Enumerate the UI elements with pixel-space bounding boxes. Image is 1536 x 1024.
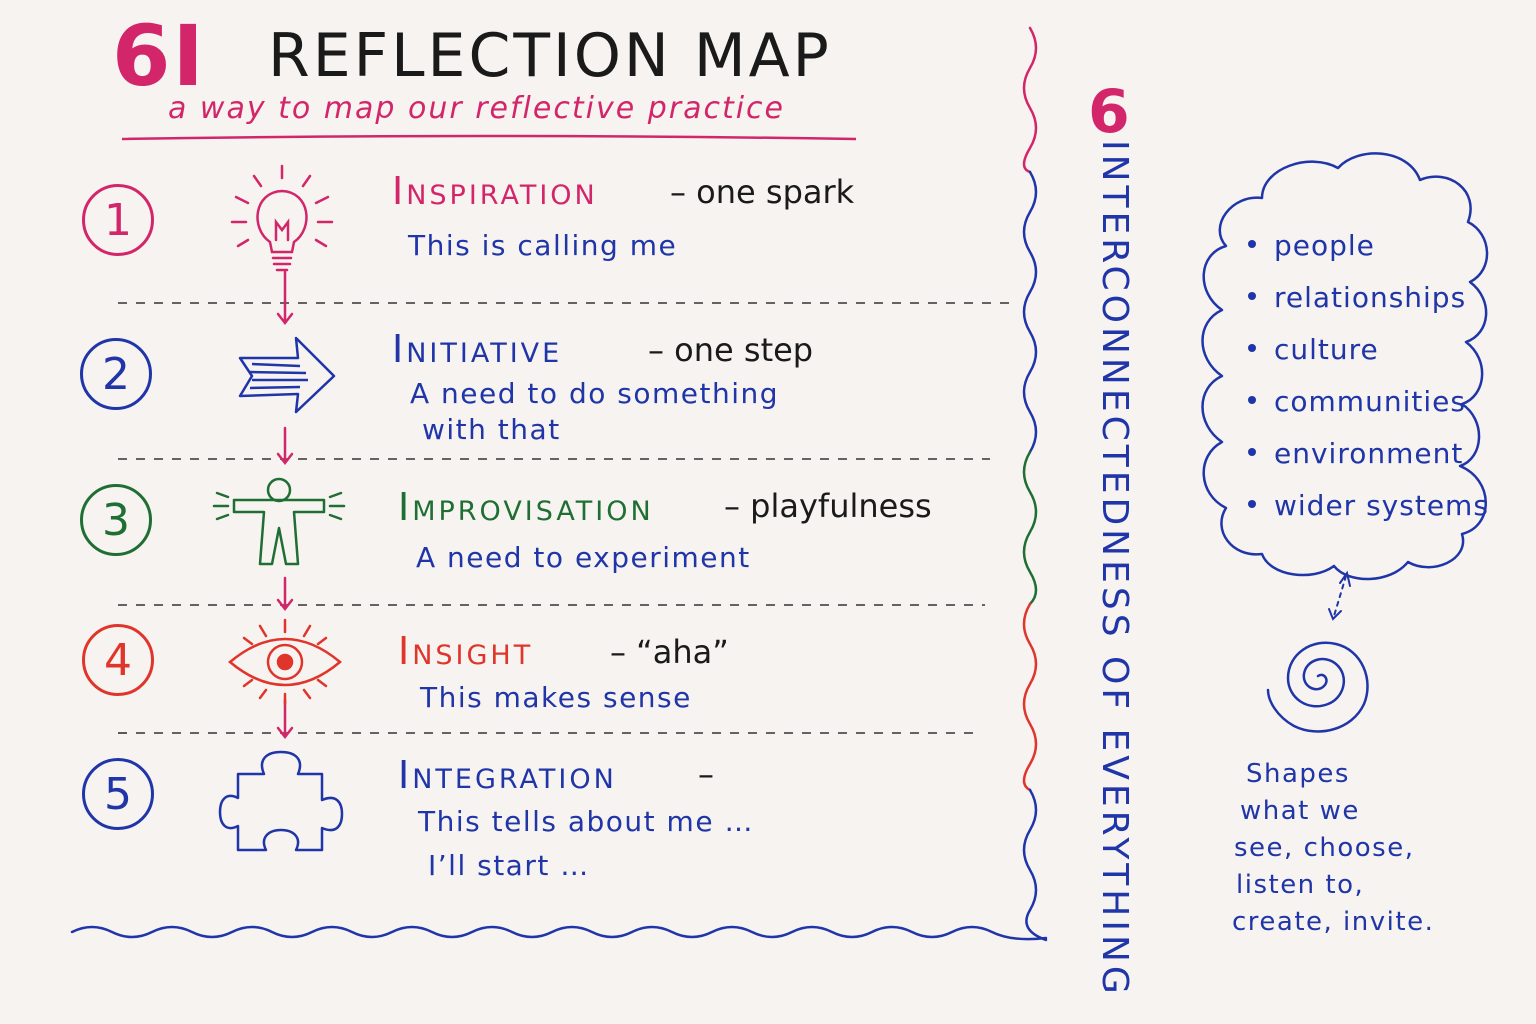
wavy-segment-green (1022, 450, 1038, 606)
side-number: 6 (1088, 77, 1130, 147)
step-tag-5: – (698, 755, 714, 793)
cloud-item: communities (1248, 376, 1489, 428)
cloud-item-label: communities (1274, 385, 1466, 418)
bullet-icon (1248, 344, 1256, 352)
shapes-note: Shapes what we see, choose, listen to, c… (1232, 756, 1434, 941)
thought-cloud (1201, 152, 1489, 581)
step-desc-2-line-1: A need to do something (410, 377, 779, 410)
step-desc-5-line-2: I’ll start … (428, 849, 590, 882)
connector-arrow-1 (276, 270, 294, 326)
vertical-wavy-line (1022, 26, 1048, 942)
bottom-wavy-line (70, 925, 1048, 941)
shapes-note-line-2: what we (1240, 796, 1360, 826)
puzzle-icon (218, 750, 344, 852)
arrow-icon (238, 336, 336, 414)
person-icon (212, 477, 346, 566)
shapes-note-line-5: create, invite. (1232, 907, 1435, 937)
cloud-spiral-arrow (1328, 570, 1351, 621)
step-desc-3-line-1: A need to experiment (416, 541, 751, 574)
bullet-icon (1248, 448, 1256, 456)
step-title-3: Improvisation (398, 485, 654, 529)
cloud-item-label: culture (1274, 333, 1379, 366)
bullet-icon (1248, 500, 1256, 508)
step-desc-4-line-1: This makes sense (420, 681, 692, 714)
step-number-text: 4 (104, 634, 132, 686)
connector-arrow-2 (276, 426, 294, 466)
step-title-4: Insight (398, 629, 534, 673)
cloud-list: people relationships culture communities… (1248, 220, 1489, 532)
step-tag-4: – “aha” (610, 633, 729, 671)
cloud-item-label: relationships (1274, 281, 1467, 314)
page-title: REFLECTION MAP (268, 21, 832, 91)
connector-arrows (276, 270, 294, 740)
step-tag-2: – one step (648, 331, 814, 369)
step-title-2: Initiative (392, 327, 563, 371)
bullet-icon (1248, 292, 1256, 300)
connector-arrow-4 (276, 698, 294, 740)
side-label: Interconnectedness of everything (1094, 140, 1135, 998)
step-number-5: 5 (82, 758, 154, 830)
step-number-text: 1 (104, 194, 132, 246)
step-number-1: 1 (82, 184, 154, 256)
step-desc-1-line-1: This is calling me (408, 229, 678, 262)
step-tag-3: – playfulness (724, 487, 932, 525)
bullet-icon (1248, 396, 1256, 404)
step-desc-5-line-1: This tells about me … (418, 805, 754, 838)
shapes-note-line-4: listen to, (1236, 870, 1365, 900)
cloud-item-label: wider systems (1274, 489, 1489, 522)
connector-arrow-3 (276, 576, 294, 612)
step-number-text: 3 (102, 494, 130, 546)
step-number-3: 3 (80, 484, 152, 556)
step-number-text: 5 (104, 768, 132, 820)
wavy-segment-red (1022, 602, 1038, 792)
cloud-item: wider systems (1248, 480, 1489, 532)
eye-icon (228, 618, 342, 706)
cloud-item: relationships (1248, 272, 1489, 324)
wavy-segment-blue-2 (1022, 788, 1048, 942)
cloud-item: environment (1248, 428, 1489, 480)
step-number-text: 2 (102, 348, 130, 400)
step-number-2: 2 (80, 338, 152, 410)
bullet-icon (1248, 240, 1256, 248)
step-number-4: 4 (82, 624, 154, 696)
page-subtitle: a way to map our reflective practice (168, 91, 785, 126)
step-desc-2-line-2: with that (422, 413, 561, 446)
wavy-segment-pink (1022, 26, 1038, 174)
step-title-5: Integration (398, 753, 617, 797)
cloud-item-label: environment (1274, 437, 1464, 470)
shapes-note-line-1: Shapes (1246, 759, 1350, 789)
lightbulb-icon (230, 164, 334, 272)
cloud-item: culture (1248, 324, 1489, 376)
cloud-item-label: people (1274, 229, 1375, 262)
step-tag-1: – one spark (670, 173, 855, 211)
shapes-note-line-3: see, choose, (1234, 833, 1415, 863)
title-prefix: 6I (112, 7, 206, 105)
spiral-icon (1266, 641, 1369, 733)
title-underline (121, 134, 857, 141)
wavy-segment-blue (1022, 170, 1038, 454)
step-dividers (118, 302, 1010, 734)
step-title-1: Inspiration (392, 169, 598, 213)
cloud-item: people (1248, 220, 1489, 272)
